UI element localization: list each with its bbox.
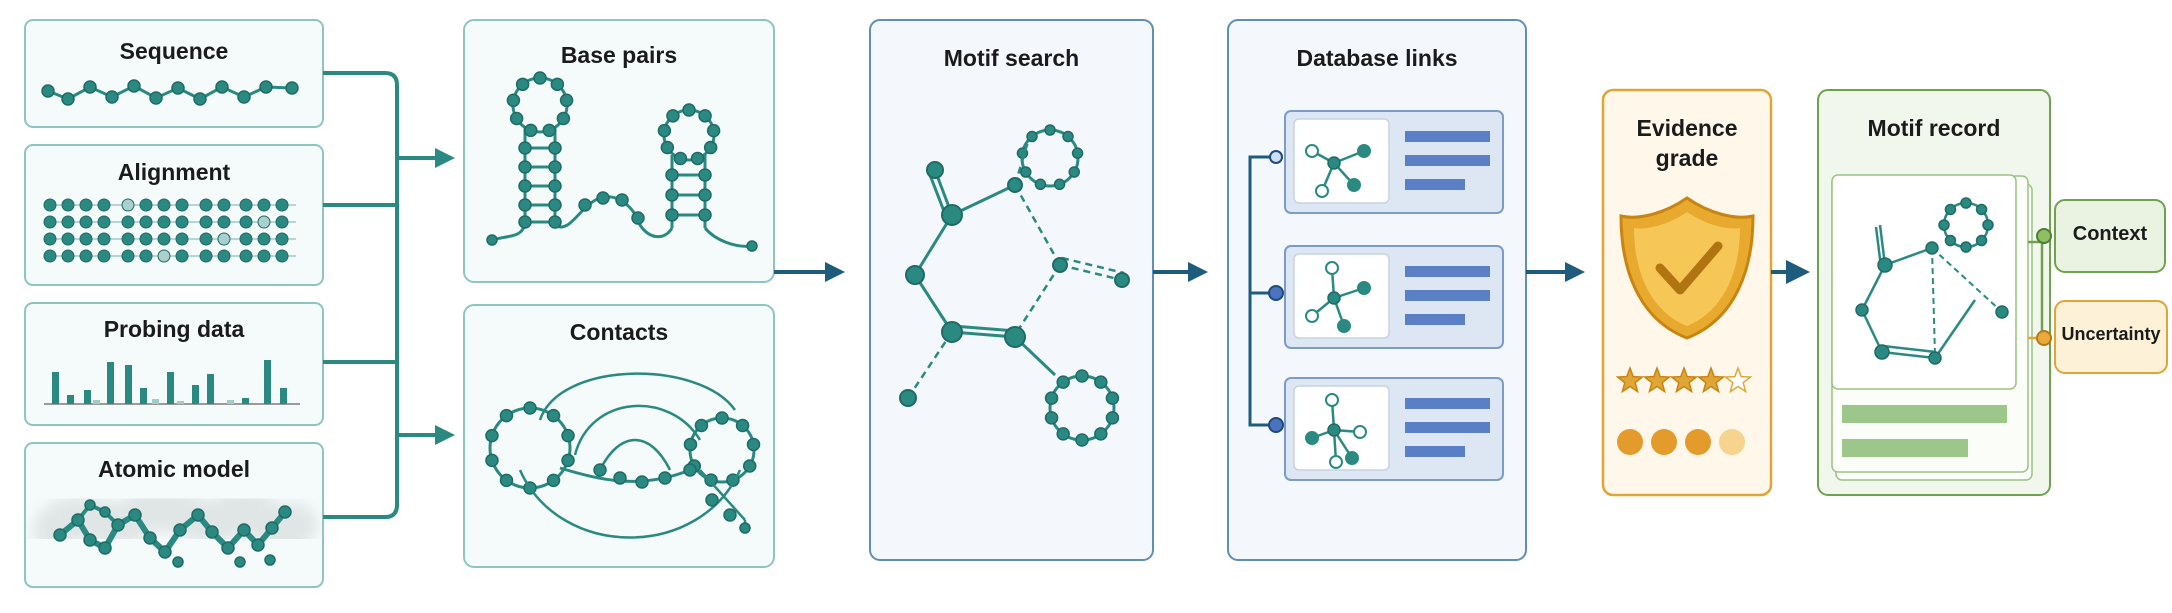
uncertainty-node	[2036, 330, 2052, 346]
evidence-stars	[1615, 365, 1753, 394]
star-filled-icon	[1669, 365, 1699, 394]
record-text-bar	[1405, 314, 1465, 325]
shield-check-icon	[1619, 196, 1755, 340]
record-text-bar	[1405, 290, 1490, 301]
star-filled-icon	[1696, 365, 1726, 394]
motif-record-label: Motif record	[1867, 115, 2001, 141]
sequence-chain-graphic	[41, 79, 299, 106]
sequence-label: Sequence	[119, 38, 229, 64]
record-bar	[1842, 405, 2007, 423]
base-pairs-label: Base pairs	[560, 42, 678, 68]
atomic-model-label: Atomic model	[97, 456, 251, 482]
contacts-label: Contacts	[569, 319, 669, 345]
star-filled-icon	[1615, 365, 1645, 394]
database-entries	[1284, 110, 1504, 481]
star-filled-icon	[1642, 365, 1672, 394]
grade-dot-filled	[1685, 429, 1711, 455]
alignment-grid-graphic	[43, 198, 296, 263]
record-text-bar	[1405, 266, 1490, 277]
record-text-bar	[1405, 446, 1465, 457]
motif-search-label: Motif search	[943, 45, 1080, 71]
sequence-card	[24, 19, 324, 128]
probing-bars-graphic	[44, 360, 300, 405]
database-link-node	[1268, 417, 1284, 433]
motif-record-structure-graphic	[1855, 197, 2009, 365]
contacts-graphic	[485, 372, 761, 539]
evidence-grade-label-line1: Evidence	[1636, 115, 1738, 141]
record-bar	[1842, 439, 1968, 457]
atomic-model-graphic	[33, 485, 317, 568]
star-empty-icon	[1723, 365, 1753, 394]
motif-search-graphic	[899, 124, 1130, 447]
grade-dot-filled	[1651, 429, 1677, 455]
uncertainty-label: Uncertainty	[2061, 324, 2161, 344]
uncertainty-box	[2054, 300, 2168, 374]
record-text-bar	[1405, 155, 1490, 166]
grade-dot-filled	[1617, 429, 1643, 455]
molecule-thumbnail-icon	[1305, 261, 1371, 333]
motif-search-panel	[869, 19, 1154, 561]
record-text-bar	[1405, 179, 1465, 190]
database-links-label: Database links	[1296, 45, 1458, 71]
molecule-thumbnail-icon	[1305, 393, 1367, 469]
base-pairs-graphic	[486, 71, 758, 252]
record-text-bar	[1405, 131, 1490, 142]
input-connectors	[323, 71, 455, 519]
record-text-bar	[1405, 422, 1490, 433]
molecule-thumbnail-icon	[1305, 144, 1371, 198]
database-entry	[1284, 110, 1504, 214]
grade-dot-empty	[1719, 429, 1745, 455]
record-structure-card	[1831, 174, 2017, 390]
database-entry	[1284, 377, 1504, 481]
evidence-dots	[1617, 429, 1745, 455]
record-text-bar	[1405, 398, 1490, 409]
evidence-grade-label-line2: grade	[1655, 145, 1719, 171]
alignment-label: Alignment	[117, 159, 231, 185]
database-link-node	[1268, 285, 1284, 301]
database-entry	[1284, 245, 1504, 349]
context-node	[2036, 228, 2052, 244]
database-link-node	[1269, 150, 1283, 164]
context-label: Context	[2072, 223, 2148, 245]
probing-data-label: Probing data	[103, 316, 245, 342]
context-box	[2054, 199, 2166, 273]
